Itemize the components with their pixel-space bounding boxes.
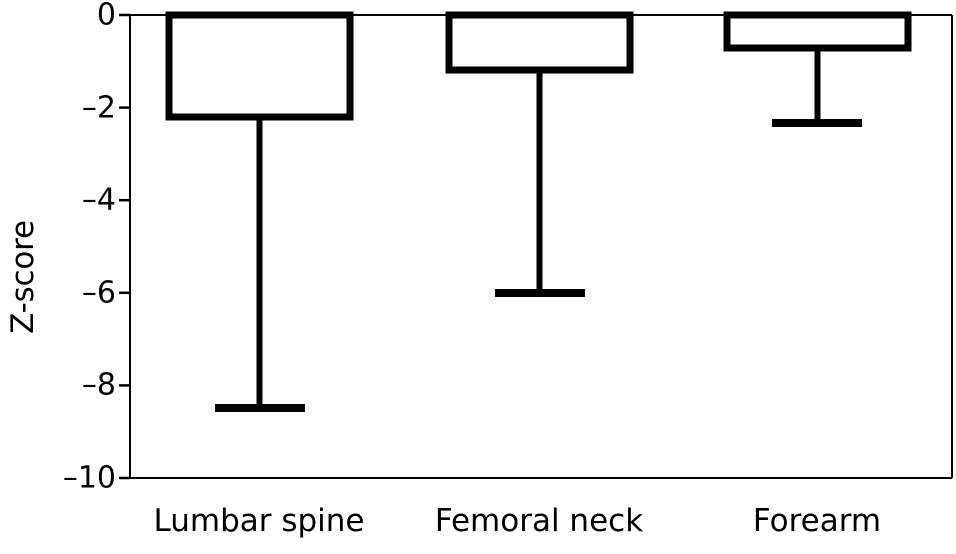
bar-lumbar-spine[interactable] — [165, 11, 354, 121]
y-tick-label-m8: –8 — [81, 367, 116, 403]
y-axis-ticks — [119, 13, 130, 480]
y-tick-label-m4: –4 — [81, 182, 116, 218]
bar-group-forearm[interactable] — [723, 11, 912, 127]
x-label-lumbar-spine: Lumbar spine — [153, 503, 365, 539]
x-label-forearm: Forearm — [752, 503, 882, 539]
y-axis-tick-labels: 0 –2 –4 –6 –8 –10 — [0, 0, 130, 554]
y-tick-label-m6: –6 — [81, 275, 116, 311]
bar-group-lumbar-spine[interactable] — [165, 11, 354, 412]
bar-group-femoral-neck[interactable] — [445, 11, 634, 297]
x-label-femoral-neck: Femoral neck — [434, 503, 644, 539]
y-tick-label-m2: –2 — [81, 90, 116, 126]
y-tick-label-m10: –10 — [62, 460, 116, 496]
y-tick-label-0: 0 — [96, 0, 116, 33]
